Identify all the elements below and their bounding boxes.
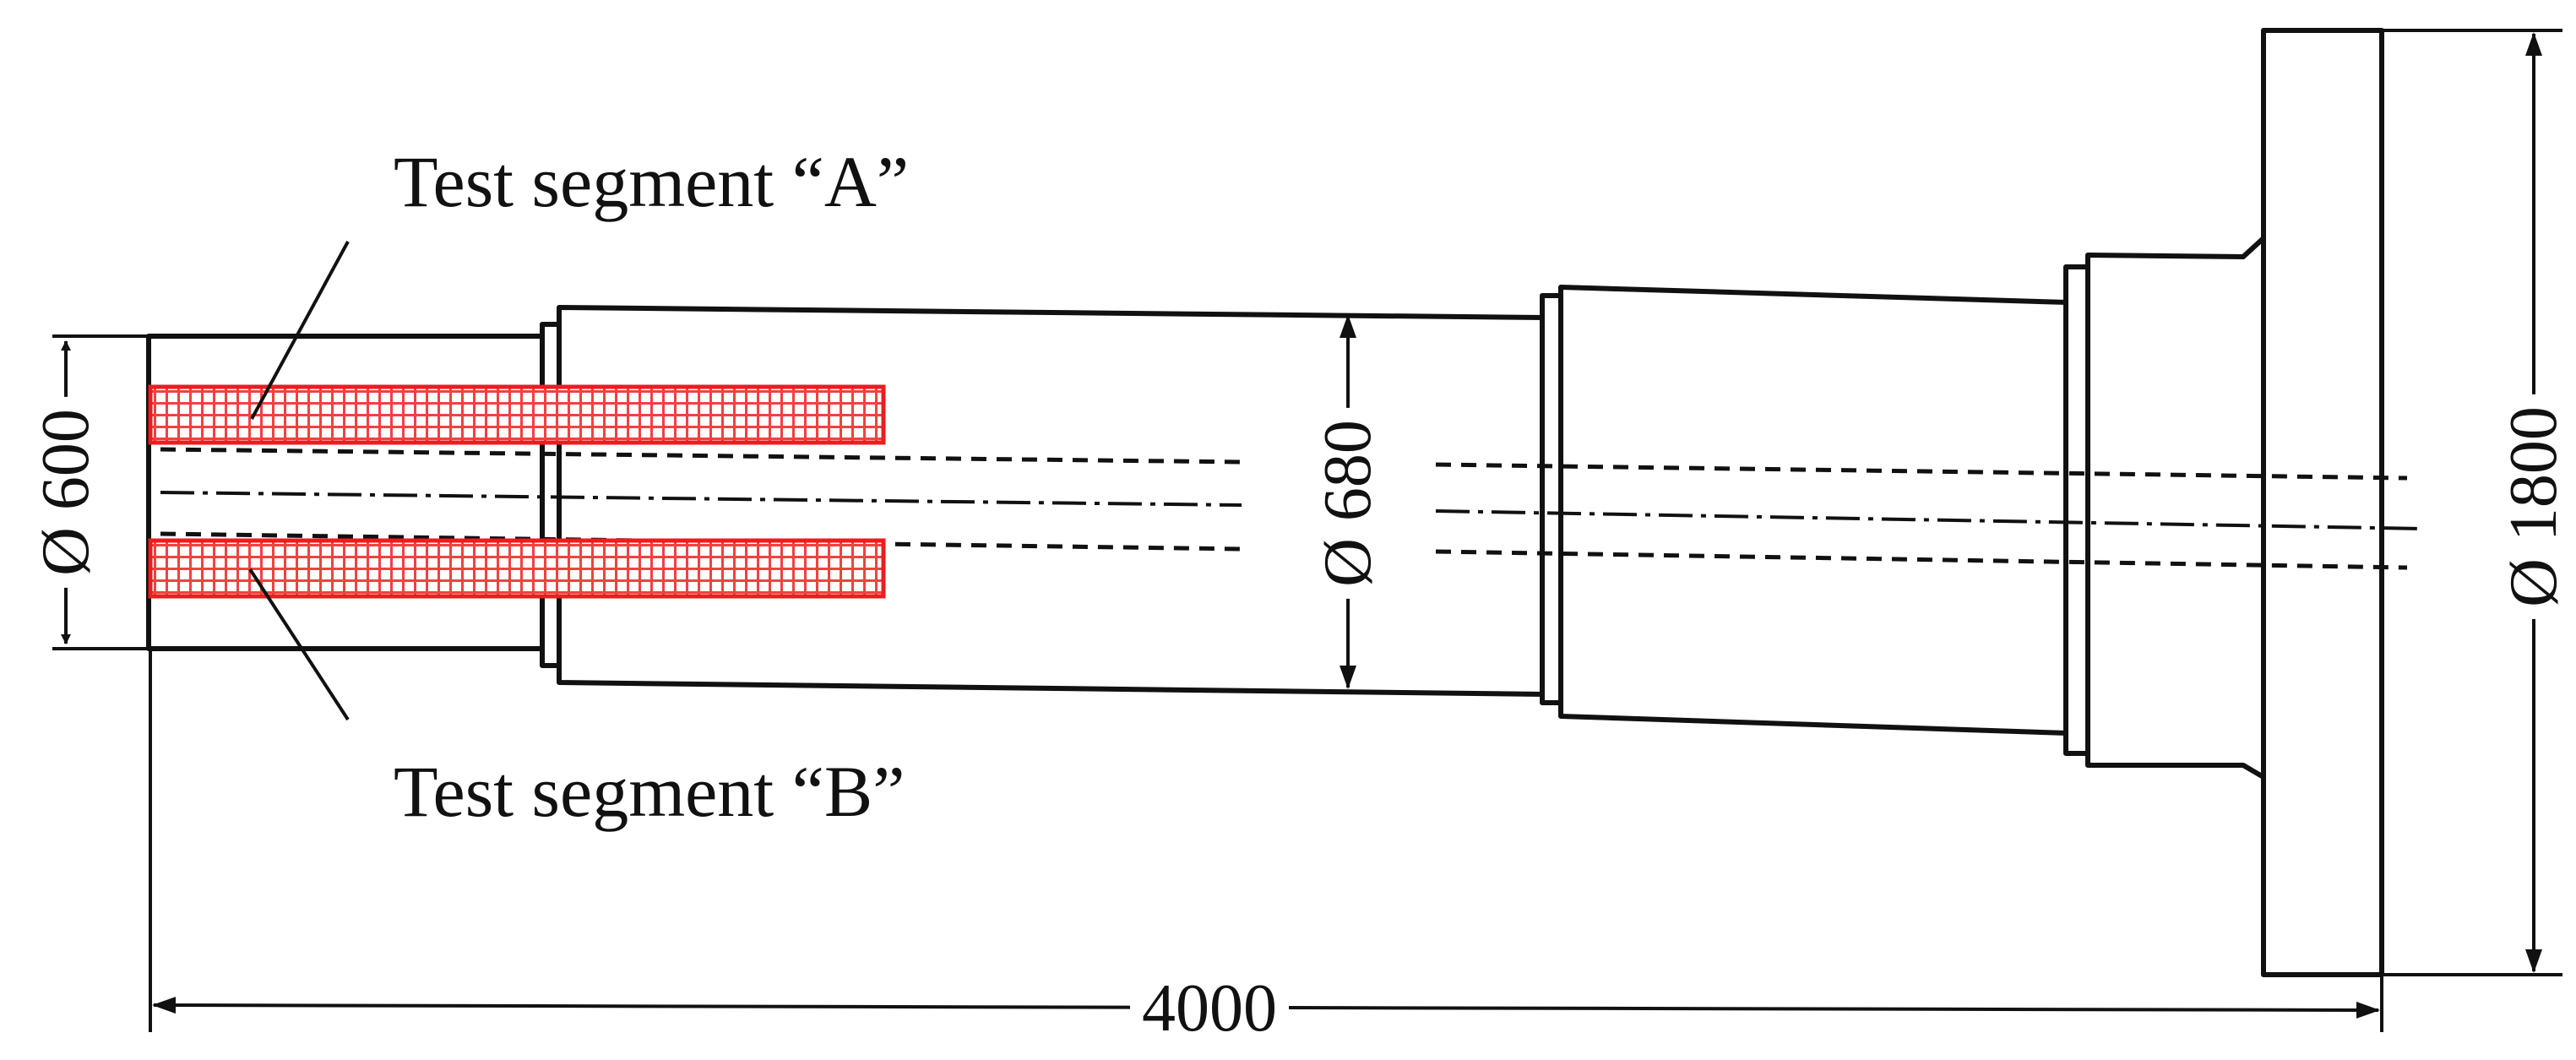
centre-line xyxy=(160,491,1242,507)
shaft-section-middle xyxy=(557,305,1546,697)
test-segment-b-rect xyxy=(148,538,886,599)
test-segment-b-label: Test segment “B” xyxy=(394,751,905,832)
test-segment-a-label: Test segment “A” xyxy=(394,141,910,222)
leader-a xyxy=(250,241,350,420)
shaft-section-collar xyxy=(2085,236,2266,780)
flange xyxy=(2261,28,2384,977)
total-length-label: 4000 xyxy=(1130,975,1289,1042)
leader-b xyxy=(248,568,350,721)
left-diameter-label: Ø 600 xyxy=(29,397,103,588)
bore-lines xyxy=(160,447,2425,570)
shaft-section-left xyxy=(146,334,548,651)
middle-diameter-label: Ø 680 xyxy=(1311,408,1385,599)
test-segment-a-rect xyxy=(148,384,886,445)
flange-diameter-label: Ø 1800 xyxy=(2497,394,2571,619)
shaft-section-right xyxy=(1558,285,2070,736)
